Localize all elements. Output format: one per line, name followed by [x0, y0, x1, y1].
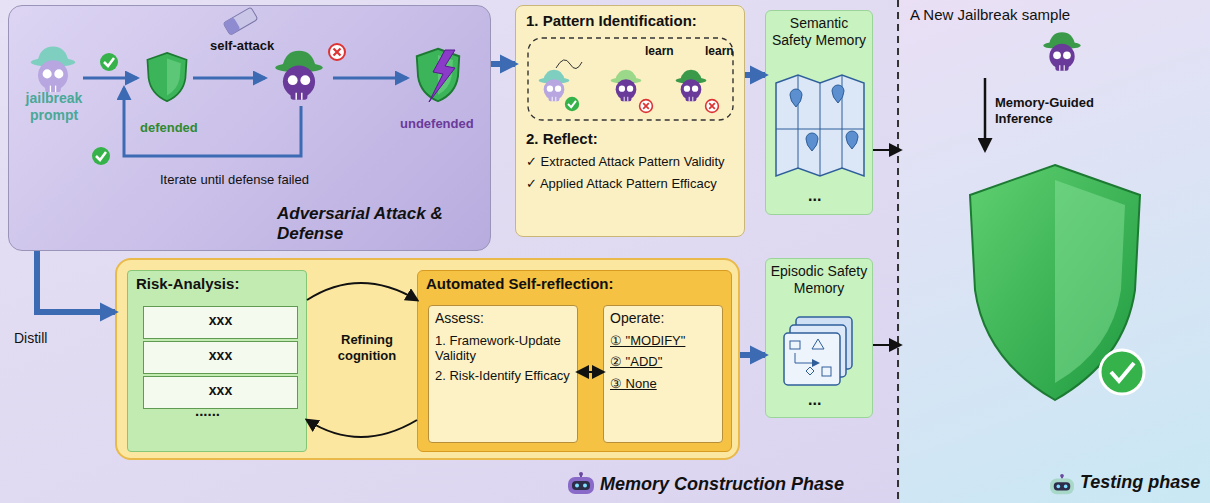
node-text: Risk-Analysis:	[136, 275, 298, 293]
risk-item: xxx	[143, 306, 298, 339]
connector-arrow	[873, 149, 900, 151]
loop-label: Iterate until defense failed	[160, 172, 309, 188]
node-text: 1. Framework-Update Validity	[435, 333, 571, 364]
node-text: ② "ADD"	[610, 354, 716, 370]
node-text: xxx	[144, 342, 297, 368]
arrow-label: self-attack	[210, 38, 274, 54]
node-text: Semantic Safety Memory	[770, 15, 868, 49]
node-text: Automated Self-reflection:	[426, 275, 723, 293]
ellipsis: ...	[808, 390, 821, 409]
flow-arrow	[740, 352, 765, 358]
node-text: Adversarial Attack & Defense	[277, 204, 490, 245]
node-text: A New Jailbreak sample	[910, 6, 1210, 24]
node-text: 2. Reflect:	[526, 130, 734, 148]
phase-label: Memory Construction Phase	[600, 474, 844, 496]
learn-tag: learn	[645, 44, 674, 58]
ellipsis: ...	[808, 186, 821, 205]
node-text: Refining cognition	[322, 332, 412, 363]
state-label: defended	[140, 120, 198, 136]
pattern-illustration	[516, 6, 746, 238]
risk-item: xxx	[143, 341, 298, 374]
node-text: ✓ Applied Attack Pattern Efficacy	[526, 176, 734, 192]
node-text: Episodic Safety Memory	[770, 263, 868, 297]
assess-box: Assess: 1. Framework-Update Validity 2. Ri…	[428, 305, 578, 443]
node-text: 2. Risk-Identify Efficacy	[435, 368, 571, 384]
connector-arrow	[873, 344, 900, 346]
testing-illustration	[900, 0, 1210, 503]
memory-box: Semantic Safety Memory	[765, 10, 873, 215]
node-text: xxx	[144, 307, 297, 333]
arrow-label: Memory-Guided Inference	[995, 95, 1105, 126]
testing-panel: A New Jailbreak sampleTesting phase	[900, 0, 1210, 503]
flow-arrow	[37, 251, 115, 312]
pattern-box: 1. Pattern Identification: 2. Reflect: ✓ E…	[515, 5, 745, 237]
self-reflection-box: Automated Self-reflection: Assess: 1. Fram…	[417, 270, 732, 452]
operate-box: Operate: ① "MODIFY" ② "ADD" ③ None	[603, 305, 723, 443]
learn-tag: learn	[705, 44, 734, 58]
node-label: jailbreak prompt	[18, 90, 90, 124]
node-text: ③ None	[610, 376, 716, 392]
node-text: 1. Pattern Identification:	[526, 12, 734, 30]
node-text: Operate:	[610, 310, 716, 327]
ellipsis: ......	[195, 402, 220, 420]
state-label: undefended	[400, 116, 474, 132]
node-text: xxx	[144, 377, 297, 403]
flow-arrow	[745, 72, 765, 78]
arrow-label: Distill	[14, 330, 47, 347]
connector-arrow	[307, 283, 417, 300]
risk-item: xxx	[143, 376, 298, 409]
node-text: ① "MODIFY"	[610, 333, 716, 349]
node-text: Assess:	[435, 310, 571, 327]
node-text: ✓ Extracted Attack Pattern Validity	[526, 154, 734, 170]
distill-box: Refining cognition Risk-Analysis: xxx xxx xx…	[115, 258, 740, 460]
node-text: Testing phase	[1080, 472, 1200, 494]
risk-analysis-box: Risk-Analysis: xxx xxx xxx	[127, 270, 307, 452]
flow-arrow	[491, 61, 515, 67]
connector-arrow	[578, 371, 603, 373]
connector-arrow	[307, 420, 417, 437]
